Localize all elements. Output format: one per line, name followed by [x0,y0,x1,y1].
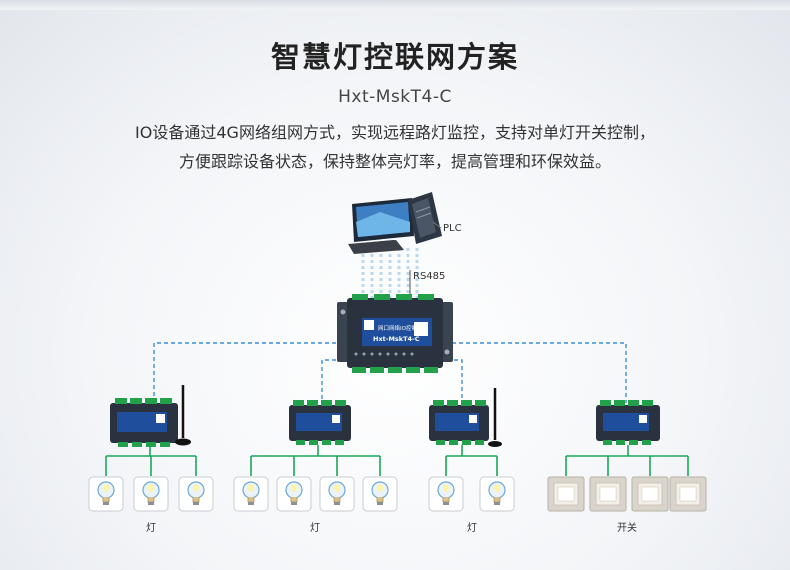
green-wiring [105,445,689,476]
bulb-icon [133,476,169,512]
plc-label: PLC [443,223,462,234]
group-label-2: 灯 [310,523,320,534]
bulb-icon [276,476,312,512]
group-label-1: 灯 [146,523,156,534]
pc-icon [348,192,442,254]
svg-text:网口网络IO控制器: 网口网络IO控制器 [378,324,423,332]
top-gradient-bar [0,0,790,10]
switch-icon [631,476,669,512]
bulb-icon [479,476,515,512]
rs485-label: RS485 [413,271,446,282]
io-module-1 [110,385,191,447]
group-label-4: 开关 [617,523,637,534]
bulb-group-2 [233,476,398,512]
data-stream-lines [361,248,419,300]
bulb-group-3 [428,476,515,512]
switch-icon [547,476,585,512]
switch-group [547,476,707,512]
bulb-icon [319,476,355,512]
switch-icon [589,476,627,512]
switch-icon [669,476,707,512]
bulb-group-1 [88,476,214,512]
main-device-label: Hxt-MskT4-C [373,335,420,343]
model-subtitle: Hxt-MskT4-C [338,87,452,107]
bulb-icon [88,476,124,512]
bulb-icon [362,476,398,512]
description-line-2: 方便跟踪设备状态，保持整体亮灯率，提高管理和环保效益。 [178,152,611,171]
io-module-3 [429,388,502,447]
bulb-icon [178,476,214,512]
group-label-3: 灯 [467,523,477,534]
bulb-icon [428,476,464,512]
main-io-controller: 网口网络IO控制器 Hxt-MskT4-C [337,294,453,373]
page-title: 智慧灯控联网方案 [270,40,519,74]
bulb-icon [233,476,269,512]
io-module-4 [596,400,660,445]
plc-leader-line [432,221,442,229]
io-module-2 [289,400,351,445]
description-line-1: IO设备通过4G网络组网方式，实现远程路灯监控，支持对单灯开关控制， [135,123,655,142]
